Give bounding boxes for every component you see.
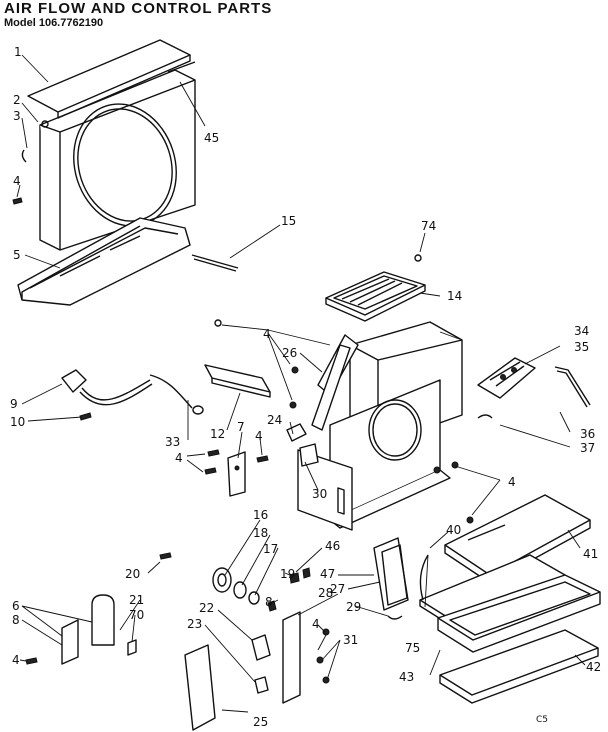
small-parts-group xyxy=(289,537,409,620)
fan-hub-part xyxy=(212,567,277,612)
model-number: Model 106.7762190 xyxy=(4,17,104,29)
part-label: 35 xyxy=(574,340,589,354)
part-label: 5 xyxy=(13,248,21,262)
part-label: 24 xyxy=(267,413,282,427)
part-label: 17 xyxy=(263,542,278,556)
rod-part xyxy=(191,254,239,272)
part-label: 1 xyxy=(14,45,22,59)
part-label: 30 xyxy=(312,487,327,501)
part-label: 33 xyxy=(165,435,180,449)
front-panel-part xyxy=(27,39,196,251)
part-label: 10 xyxy=(10,415,25,429)
control-bracket-part xyxy=(477,357,536,399)
part-label: 12 xyxy=(210,427,225,441)
screw-part xyxy=(79,412,92,421)
knob-rod-part xyxy=(554,366,591,408)
part-label: 46 xyxy=(325,539,340,553)
part-label: 2 xyxy=(13,93,21,107)
part-label: 70 xyxy=(129,608,144,622)
screw-part xyxy=(159,552,172,560)
filter-part xyxy=(325,271,426,322)
capacitor-part xyxy=(25,594,137,665)
part-label: 8 xyxy=(12,613,20,627)
drip-tray-part xyxy=(437,574,601,704)
part-label: 4 xyxy=(12,653,20,667)
part-label: 47 xyxy=(320,567,335,581)
part-label: 9 xyxy=(10,397,18,411)
part-label: 20 xyxy=(125,567,140,581)
part-label: 27 xyxy=(330,582,345,596)
part-label: 6 xyxy=(12,599,20,613)
part-label: 23 xyxy=(187,617,202,631)
clip-part xyxy=(477,414,493,419)
part-label: 16 xyxy=(253,508,268,522)
part-label: 42 xyxy=(586,660,601,674)
part-label: 43 xyxy=(399,670,414,684)
part-label: 31 xyxy=(343,633,358,647)
part-label: 3 xyxy=(13,109,21,123)
bracket-part xyxy=(311,344,351,431)
part-label: 45 xyxy=(204,131,219,145)
panel-part xyxy=(297,449,353,531)
diagram-title: AIR FLOW AND CONTROL PARTS xyxy=(4,0,273,17)
part-label: 36 xyxy=(580,427,595,441)
part-label: 19 xyxy=(280,567,295,581)
part-label: 18 xyxy=(253,526,268,540)
part-label: 37 xyxy=(580,441,595,455)
part-label: 26 xyxy=(282,346,297,360)
screw-set-part xyxy=(204,319,474,524)
part-number-labels: 1 2 3 4 45 5 15 74 14 4 34 35 26 9 10 33… xyxy=(10,45,601,729)
small-bracket-part xyxy=(227,451,246,497)
part-label: 29 xyxy=(346,600,361,614)
part-label: 4 xyxy=(508,475,516,489)
part-label: 4 xyxy=(255,429,263,443)
part-label: 14 xyxy=(447,289,462,303)
power-cord-part xyxy=(61,369,204,415)
access-panel-part xyxy=(184,644,216,731)
small-hardware-part xyxy=(12,120,49,205)
part-label: 75 xyxy=(405,641,420,655)
part-label: 22 xyxy=(199,601,214,615)
wire-part xyxy=(419,554,429,601)
part-label: 34 xyxy=(574,324,589,338)
part-label: 4 xyxy=(263,327,271,341)
part-label: 21 xyxy=(129,593,144,607)
part-label: 7 xyxy=(237,420,245,434)
leader-lines xyxy=(16,54,586,713)
part-label: 28 xyxy=(318,586,333,600)
footer-code: C5 xyxy=(536,715,548,725)
base-pan-part xyxy=(17,217,191,306)
part-label: 25 xyxy=(253,715,268,729)
control-box-part xyxy=(251,611,330,704)
part-label: 74 xyxy=(421,219,436,233)
mounting-plate-part xyxy=(204,364,271,398)
part-label: 8 xyxy=(265,595,273,609)
screw-part xyxy=(414,254,422,262)
part-label: 4 xyxy=(175,451,183,465)
part-label: 4 xyxy=(13,174,21,188)
part-label: 41 xyxy=(583,547,598,561)
part-label: 15 xyxy=(281,214,296,228)
part-label: 4 xyxy=(312,617,320,631)
part-label: 40 xyxy=(446,523,461,537)
